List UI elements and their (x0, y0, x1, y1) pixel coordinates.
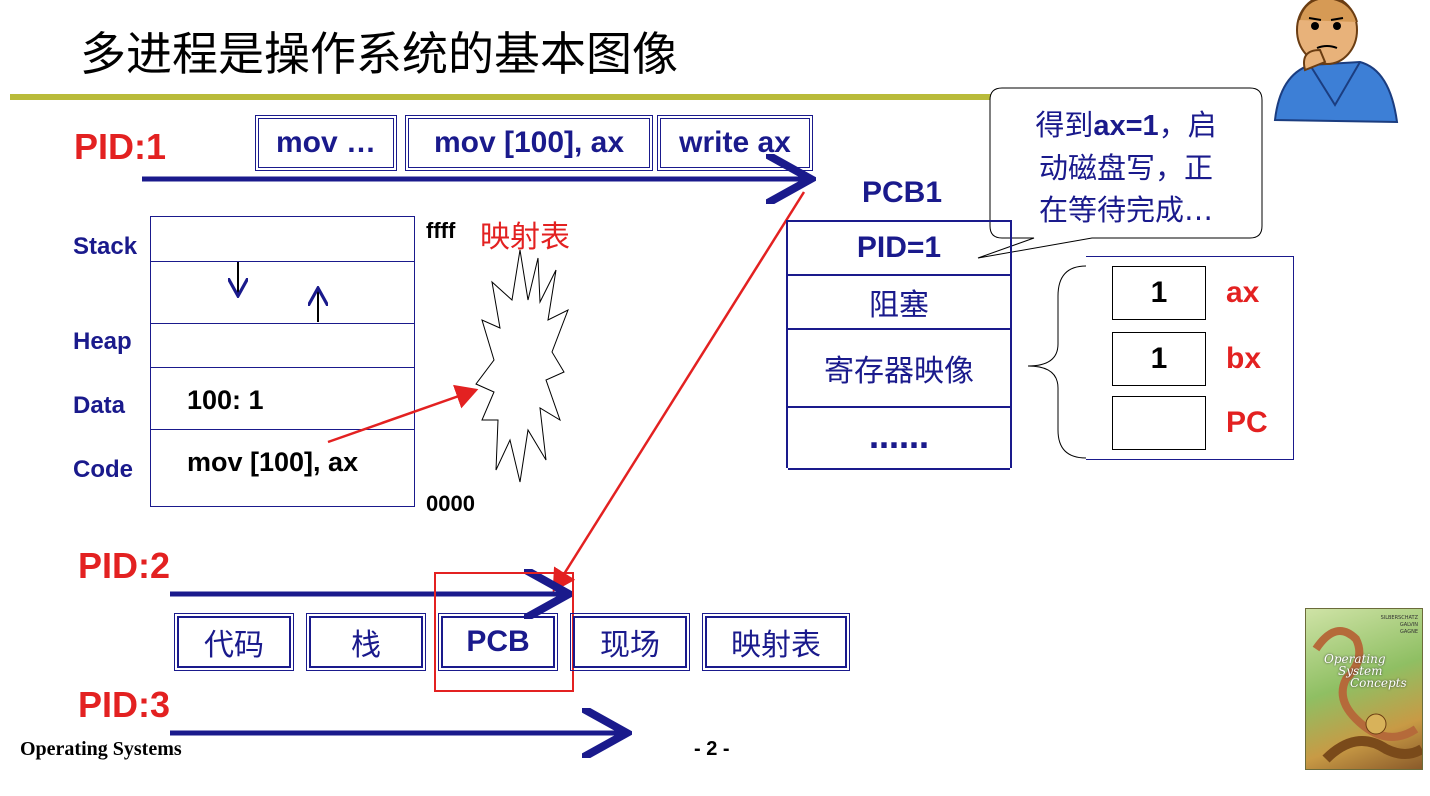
callout-bubble (977, 87, 1263, 259)
register-panel (1086, 256, 1294, 460)
callout-line1-bold: ax=1 (1093, 110, 1159, 142)
footer-page-number: - 2 - (694, 738, 730, 760)
segment-label-code: Code (73, 456, 133, 483)
stack-divider (151, 261, 414, 262)
segment-label-data: Data (73, 392, 126, 419)
code-value: mov [100], ax (187, 447, 359, 477)
dinosaur-icon (1312, 627, 1422, 763)
pid3-label: PID:3 (78, 684, 171, 725)
data-value: 100: 1 (187, 385, 264, 415)
segment-label-stack: Stack (73, 233, 138, 260)
pid2-part-stack: 栈 (306, 613, 426, 671)
page-title: 多进程是操作系统的基本图像 (80, 27, 678, 81)
book-title-line-3: Concepts (1350, 676, 1407, 690)
mapping-table-burst (475, 249, 569, 483)
address-high: ffff (426, 218, 456, 243)
pid2-label: PID:2 (78, 545, 171, 586)
footer-course: Operating Systems (20, 738, 182, 760)
pcb1-field-state: 阻塞 (788, 276, 1010, 330)
thinking-person-icon (1273, 0, 1399, 124)
book-title: Operating System Concepts (1324, 653, 1407, 689)
pcb1-field-more: …… (788, 408, 1010, 470)
register-brace (1027, 265, 1087, 459)
pid1-instr-1: mov … (255, 115, 397, 171)
save-to-pcb-arrow (552, 191, 806, 593)
pid2-part-context: 现场 (570, 613, 690, 671)
register-ax-value: 1 (1112, 266, 1206, 320)
book-authors: SILBERSCHATZ GALVIN GAGNE (1381, 615, 1418, 636)
register-ax-label: ax (1226, 276, 1260, 309)
register-pc-label: PC (1226, 406, 1268, 439)
callout-line-2: 动磁盘写，正 (1038, 151, 1213, 185)
book-title-line-1: Operating (1324, 652, 1386, 666)
pcb1-title: PCB1 (862, 176, 943, 209)
code-to-map-arrow (327, 384, 479, 444)
callout-line1-post: ，启 (1158, 108, 1217, 142)
data-top-divider (151, 367, 414, 368)
register-bx-label: bx (1226, 342, 1262, 375)
pcb1-field-registers: 寄存器映像 (788, 330, 1010, 408)
pid1-instr-2: mov [100], ax (405, 115, 653, 171)
address-low: 0000 (426, 491, 475, 516)
pid2-part-pcb: PCB (438, 613, 558, 671)
pcb1-table: PID=1 阻塞 寄存器映像 …… (786, 220, 1012, 470)
callout-line1-pre: 得到 (1035, 108, 1094, 142)
pid1-label: PID:1 (74, 126, 167, 167)
heap-top-divider (151, 323, 414, 324)
segment-label-heap: Heap (73, 328, 132, 355)
book-author-1: SILBERSCHATZ (1380, 615, 1418, 621)
book-author-2: GALVIN (1399, 622, 1418, 628)
map-table-label: 映射表 (480, 220, 570, 255)
pid2-part-map: 映射表 (702, 613, 850, 671)
book-author-3: GAGNE (1400, 629, 1418, 635)
pid1-instr-3: write ax (657, 115, 813, 171)
register-pc-value (1112, 396, 1206, 450)
callout-line-1: 得到ax=1，启 (1000, 104, 1252, 147)
code-top-divider (151, 429, 414, 430)
pcb1-field-pid: PID=1 (788, 222, 1010, 276)
pid2-part-code: 代码 (174, 613, 294, 671)
callout-line-3: 在等待完成… (1038, 193, 1213, 227)
title-underline (10, 94, 1250, 100)
book-title-line-2: System (1338, 664, 1383, 678)
register-bx-value: 1 (1112, 332, 1206, 386)
book-cover-image: SILBERSCHATZ GALVIN GAGNE Operating Syst… (1305, 608, 1423, 770)
callout-text: 得到ax=1，启 动磁盘写，正 在等待完成… (1000, 104, 1252, 231)
memory-layout: 100: 1 mov [100], ax (150, 216, 415, 507)
